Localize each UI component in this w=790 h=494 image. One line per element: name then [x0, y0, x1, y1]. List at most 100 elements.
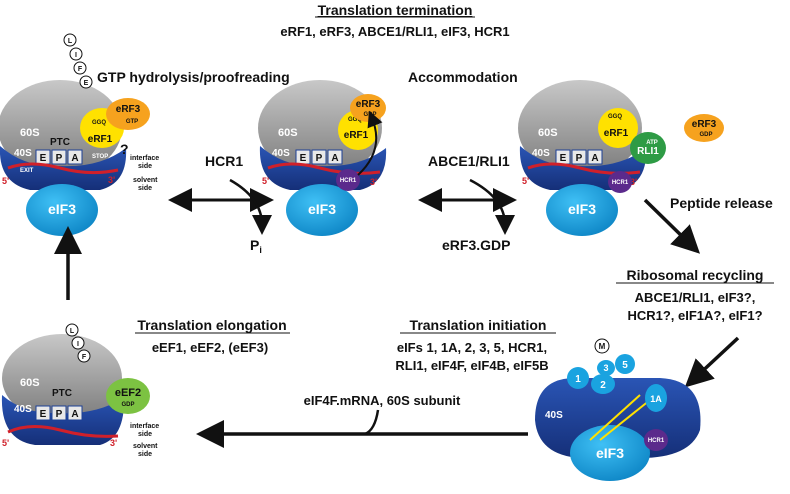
svg-text:5: 5	[622, 360, 628, 371]
svg-text:40S: 40S	[532, 148, 550, 159]
svg-text:eEF2: eEF2	[115, 387, 141, 399]
ribosome-3: 60S 40S E P A 5' 3' eIF3 eRF1 GGQ RLI1 A…	[518, 80, 724, 236]
svg-text:P: P	[316, 153, 323, 164]
svg-text:I: I	[77, 341, 79, 348]
svg-text:A: A	[331, 153, 338, 164]
svg-text:GTP: GTP	[126, 119, 138, 125]
peptide-release-arrow	[643, 198, 701, 254]
svg-text:5': 5'	[2, 438, 9, 448]
svg-text:eIF3: eIF3	[596, 445, 624, 461]
svg-text:60S: 60S	[538, 127, 558, 139]
svg-text:eRF3: eRF3	[116, 104, 141, 115]
ribosome-1: PTC 60S 40S E P A 5' 3' eIF3 EXIT STOP e…	[0, 33, 159, 236]
hcr1-label: HCR1	[205, 153, 243, 169]
svg-text:F: F	[82, 354, 87, 361]
recycling-arrow	[684, 336, 740, 388]
gtp-step-label: GTP hydrolysis/proofreading	[97, 69, 290, 85]
svg-text:HCR1: HCR1	[612, 180, 629, 186]
mrna-entry-line	[364, 409, 380, 436]
elongation-factors: eEF1, eEF2, (eEF3)	[152, 340, 268, 355]
svg-text:E: E	[84, 80, 89, 87]
svg-text:1: 1	[575, 374, 581, 385]
svg-text:GGQ: GGQ	[348, 117, 362, 123]
svg-text:I: I	[75, 52, 77, 59]
svg-text:solvent: solvent	[133, 443, 158, 450]
termination-factors: eRF1, eRF3, ABCE1/RLI1, eIF3, HCR1	[280, 24, 509, 39]
svg-text:1A: 1A	[650, 394, 662, 404]
pi-release-arrow	[229, 178, 272, 235]
mrna-label: eIF4F.mRNA, 60S subunit	[304, 393, 461, 408]
svg-text:3': 3'	[630, 177, 637, 187]
svg-text:GDP: GDP	[121, 402, 134, 408]
svg-text:3': 3'	[110, 438, 117, 448]
released-erf3	[684, 114, 724, 142]
svg-text:2: 2	[600, 380, 606, 391]
svg-text:eIF3: eIF3	[568, 201, 596, 217]
pi-label: Pi	[250, 237, 262, 255]
svg-text:?: ?	[120, 141, 129, 157]
svg-text:side: side	[138, 451, 152, 458]
svg-text:L: L	[70, 328, 75, 335]
svg-text:60S: 60S	[278, 127, 298, 139]
svg-text:5': 5'	[2, 176, 9, 186]
svg-text:M: M	[599, 342, 606, 351]
ptc-label: PTC	[50, 137, 70, 148]
svg-text:HCR1: HCR1	[340, 178, 357, 184]
svg-text:40S: 40S	[14, 404, 32, 415]
svg-text:eRF1: eRF1	[88, 134, 113, 145]
ribosome-2: 60S 40S E P A 5' 3' eIF3 eRF1 GGQ eRF3 G…	[258, 80, 387, 236]
svg-text:side: side	[138, 431, 152, 438]
eif3-label: eIF3	[48, 201, 76, 217]
svg-text:L: L	[68, 38, 73, 45]
recycling-line1: ABCE1/RLI1, eIF3?,	[635, 290, 756, 305]
svg-text:eRF3: eRF3	[356, 99, 381, 110]
svg-text:A: A	[71, 153, 78, 164]
svg-text:interface: interface	[130, 423, 159, 430]
svg-text:GGQ: GGQ	[92, 120, 106, 126]
initiation-line2: RLI1, eIF4F, eIF4B, eIF5B	[395, 358, 548, 373]
svg-text:interface: interface	[130, 155, 159, 162]
svg-text:HCR1: HCR1	[648, 438, 665, 444]
erf3gdp-label: eRF3.GDP	[442, 237, 510, 253]
svg-text:3': 3'	[108, 175, 115, 185]
initiation-line1: eIFs 1, 1A, 2, 3, 5, HCR1,	[397, 340, 547, 355]
svg-text:side: side	[138, 163, 152, 170]
svg-text:E: E	[300, 153, 307, 164]
svg-text:eIF3: eIF3	[308, 201, 336, 217]
recycling-line2: HCR1?, eIF1A?, eIF1?	[627, 308, 762, 323]
svg-text:40S: 40S	[272, 148, 290, 159]
svg-text:RLI1: RLI1	[637, 146, 659, 157]
svg-text:3: 3	[603, 363, 608, 373]
svg-text:eRF3: eRF3	[692, 119, 717, 130]
accommodation-label: Accommodation	[408, 69, 518, 85]
svg-text:P: P	[56, 153, 63, 164]
svg-text:A: A	[71, 409, 78, 420]
svg-text:E: E	[40, 409, 47, 420]
svg-text:eRF1: eRF1	[344, 130, 369, 141]
erf3-blob	[106, 98, 150, 130]
60s-label: 60S	[20, 127, 40, 139]
termination-title: Translation termination	[318, 2, 473, 18]
svg-text:5': 5'	[262, 176, 269, 186]
peptide-release-label: Peptide release	[670, 195, 773, 211]
initiation-complex: eIF3 40S HCR1 1 2 3 5 1A M	[535, 338, 701, 481]
svg-text:GDP: GDP	[363, 112, 376, 118]
erf3-release-arrow	[469, 178, 515, 235]
40s-label: 40S	[14, 148, 32, 159]
abce1-label: ABCE1/RLI1	[428, 153, 510, 169]
initiation-title: Translation initiation	[410, 317, 547, 333]
svg-text:ATP: ATP	[646, 140, 658, 146]
tRNA-sites: E P A	[35, 149, 83, 165]
svg-text:5': 5'	[522, 176, 529, 186]
svg-text:P: P	[56, 409, 63, 420]
svg-text:solvent: solvent	[133, 177, 158, 184]
nascent-chain: L I F E	[63, 33, 93, 89]
svg-text:40S: 40S	[545, 410, 563, 421]
svg-text:GGQ: GGQ	[608, 114, 622, 120]
recycling-title: Ribosomal recycling	[627, 267, 764, 283]
svg-text:eRF1: eRF1	[604, 128, 629, 139]
svg-text:GDP: GDP	[699, 132, 712, 138]
svg-text:EXIT: EXIT	[20, 168, 34, 174]
ribosome-elongation: PTC 60S 40S E P A 5' 3' eEF2 GDP L I F i…	[1, 323, 159, 458]
